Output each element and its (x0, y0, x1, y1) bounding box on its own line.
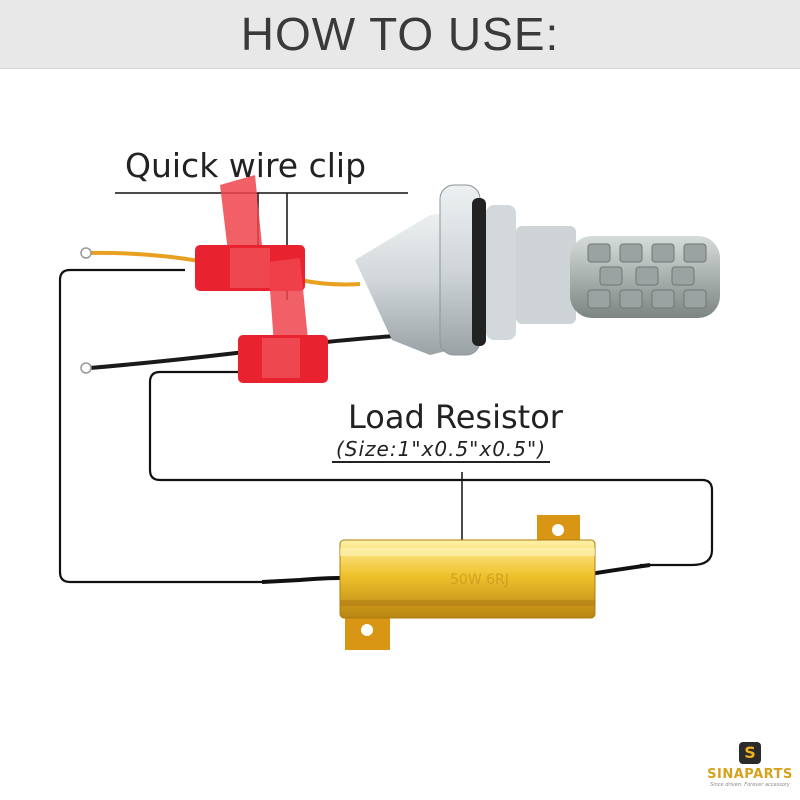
header-bar: HOW TO USE: (0, 0, 800, 69)
brand-name: SINAPARTS (707, 767, 793, 782)
quick-wire-clip-label: Quick wire clip (125, 146, 367, 185)
resistor-lead-right (589, 563, 651, 576)
yellow-wire-terminal (80, 247, 92, 259)
bypass-wire-right (148, 370, 714, 567)
page-title: HOW TO USE: (240, 8, 560, 60)
load-resistor: 50W 6RJ (339, 515, 596, 650)
brand-tagline: Since driven. Forever accessory (710, 782, 790, 788)
bypass-wire-left (58, 268, 270, 584)
quick-wire-clip-bottom (238, 258, 328, 383)
black-wire-terminal (80, 362, 92, 374)
led-bulb (570, 236, 720, 318)
brand-logo-icon: S (739, 742, 761, 764)
bulb-socket (355, 184, 576, 356)
resistor-size-label: (Size:1"x0.5"x0.5") (332, 437, 551, 463)
resistor-marking: 50W 6RJ (450, 572, 509, 588)
resistor-lead-left (261, 576, 341, 584)
load-resistor-label: Load Resistor (348, 398, 563, 436)
brand-logo: S SINAPARTS Since driven. Forever access… (704, 742, 796, 798)
